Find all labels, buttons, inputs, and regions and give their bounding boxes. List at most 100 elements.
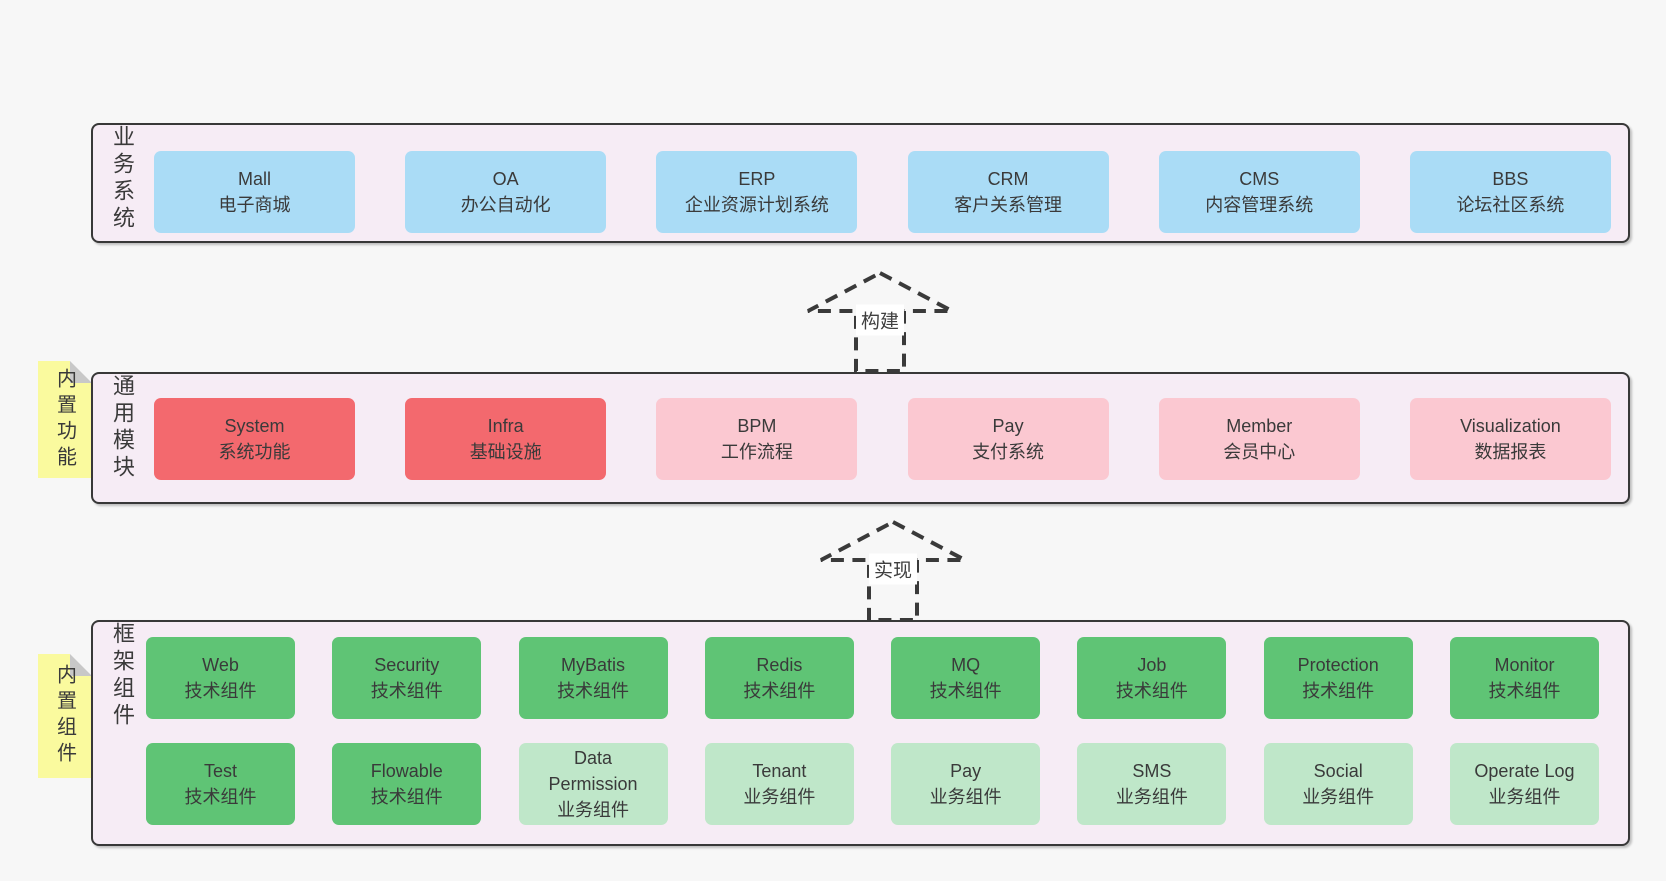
up-arrow-icon xyxy=(807,270,953,373)
box-title: SMS xyxy=(1132,761,1172,781)
box-subtitle: 数据报表 xyxy=(1474,442,1547,462)
implement-arrow: 实现 xyxy=(818,519,968,622)
box-title: System xyxy=(224,416,285,436)
box-social: Social 业务组件 xyxy=(1263,743,1413,825)
box-tenant: Tenant 业务组件 xyxy=(704,743,854,825)
box-bbs: BBS 论坛社区系统 xyxy=(1409,151,1611,233)
box-test: Test 技术组件 xyxy=(146,743,295,825)
box-title: Infra xyxy=(487,416,524,436)
box-title: OA xyxy=(492,169,519,189)
box-security: Security 技术组件 xyxy=(332,637,482,719)
box-pay-component: Pay 业务组件 xyxy=(891,743,1041,825)
box-subtitle: 支付系统 xyxy=(972,442,1045,462)
box-mall: Mall 电子商城 xyxy=(154,151,355,233)
box-title: Protection xyxy=(1297,655,1379,675)
box-oa: OA 办公自动化 xyxy=(405,151,607,233)
box-subtitle: 技术组件 xyxy=(1302,681,1375,701)
box-subtitle: 技术组件 xyxy=(184,787,257,807)
box-member: Member 会员中心 xyxy=(1158,398,1360,480)
box-mybatis: MyBatis 技术组件 xyxy=(518,637,668,719)
box-subtitle: 业务组件 xyxy=(1302,787,1375,807)
build-arrow-label: 构建 xyxy=(855,304,905,336)
builtin-features-note-text: 内置功能 xyxy=(53,367,76,472)
business-systems-panel: 业务系统 Mall 电子商城 OA 办公自动化 ERP 企业资源计划系统 CRM… xyxy=(91,123,1630,243)
box-title: Test xyxy=(203,761,237,781)
box-subtitle: 工作流程 xyxy=(720,442,793,462)
common-modules-label: 通用模块 xyxy=(110,374,135,482)
box-subtitle: 业务组件 xyxy=(1488,787,1561,807)
box-title: Flowable xyxy=(370,761,443,781)
box-subtitle: 技术组件 xyxy=(370,787,443,807)
box-bpm: BPM 工作流程 xyxy=(656,398,858,480)
box-title: CRM xyxy=(987,169,1029,189)
box-title: Monitor xyxy=(1494,655,1555,675)
build-arrow: 构建 xyxy=(805,270,955,373)
box-infra: Infra 基础设施 xyxy=(405,398,607,480)
box-crm: CRM 客户关系管理 xyxy=(907,151,1109,233)
framework-components-row-1: Web 技术组件 Security 技术组件 MyBatis 技术组件 Redi… xyxy=(146,637,1599,719)
box-subtitle: 业务组件 xyxy=(929,787,1002,807)
framework-components-row-2: Test 技术组件 Flowable 技术组件 Data Permission … xyxy=(146,743,1599,825)
box-operate-log: Operate Log 业务组件 xyxy=(1449,743,1599,825)
business-systems-row: Mall 电子商城 OA 办公自动化 ERP 企业资源计划系统 CRM 客户关系… xyxy=(154,151,1611,233)
builtin-components-note: 内置组件 xyxy=(38,654,92,778)
implement-arrow-label: 实现 xyxy=(868,553,918,585)
box-subtitle: 技术组件 xyxy=(1115,681,1188,701)
box-subtitle: 电子商城 xyxy=(218,195,291,215)
framework-components-label: 框架组件 xyxy=(110,622,135,730)
box-erp: ERP 企业资源计划系统 xyxy=(656,151,858,233)
common-modules-row: System 系统功能 Infra 基础设施 BPM 工作流程 Pay 支付系统… xyxy=(154,398,1611,480)
business-systems-label: 业务系统 xyxy=(110,125,135,233)
box-title: Mall xyxy=(237,169,271,189)
framework-components-panel: 框架组件 Web 技术组件 Security 技术组件 MyBatis 技术组件… xyxy=(91,620,1630,846)
box-monitor: Monitor 技术组件 xyxy=(1449,637,1599,719)
box-mq: MQ 技术组件 xyxy=(891,637,1041,719)
box-subtitle: 技术组件 xyxy=(743,681,816,701)
box-title: Social xyxy=(1313,761,1363,781)
box-subtitle: 技术组件 xyxy=(370,681,443,701)
box-pay-module: Pay 支付系统 xyxy=(907,398,1109,480)
box-protection: Protection 技术组件 xyxy=(1263,637,1413,719)
box-title: BBS xyxy=(1492,169,1529,189)
box-title: MQ xyxy=(951,655,981,675)
box-title: Data Permission xyxy=(548,748,638,794)
box-subtitle: 会员中心 xyxy=(1223,442,1296,462)
box-system: System 系统功能 xyxy=(154,398,355,480)
box-title: Security xyxy=(374,655,440,675)
box-title: Web xyxy=(202,655,239,675)
box-title: BPM xyxy=(737,416,777,436)
box-subtitle: 技术组件 xyxy=(557,681,630,701)
box-title: Visualization xyxy=(1460,416,1561,436)
box-title: Pay xyxy=(992,416,1024,436)
box-title: CMS xyxy=(1239,169,1280,189)
common-modules-panel: 通用模块 System 系统功能 Infra 基础设施 BPM 工作流程 Pay… xyxy=(91,372,1630,504)
box-cms: CMS 内容管理系统 xyxy=(1158,151,1360,233)
box-title: Job xyxy=(1137,655,1167,675)
box-subtitle: 系统功能 xyxy=(218,442,291,462)
box-subtitle: 基础设施 xyxy=(469,442,542,462)
box-title: ERP xyxy=(738,169,776,189)
box-subtitle: 论坛社区系统 xyxy=(1456,195,1565,215)
box-title: Pay xyxy=(950,761,982,781)
box-subtitle: 技术组件 xyxy=(1488,681,1561,701)
box-job: Job 技术组件 xyxy=(1077,637,1227,719)
box-subtitle: 内容管理系统 xyxy=(1205,195,1314,215)
box-subtitle: 技术组件 xyxy=(184,681,257,701)
box-web: Web 技术组件 xyxy=(146,637,295,719)
box-subtitle: 技术组件 xyxy=(929,681,1002,701)
box-subtitle: 企业资源计划系统 xyxy=(684,195,829,215)
box-subtitle: 办公自动化 xyxy=(460,195,551,215)
box-subtitle: 业务组件 xyxy=(557,800,630,820)
box-redis: Redis 技术组件 xyxy=(704,637,854,719)
box-sms: SMS 业务组件 xyxy=(1077,743,1227,825)
builtin-features-note: 内置功能 xyxy=(38,361,92,478)
box-subtitle: 客户关系管理 xyxy=(954,195,1063,215)
box-visualization: Visualization 数据报表 xyxy=(1409,398,1611,480)
builtin-components-note-text: 内置组件 xyxy=(53,664,76,768)
box-subtitle: 业务组件 xyxy=(743,787,816,807)
box-title: Operate Log xyxy=(1474,761,1575,781)
box-title: Redis xyxy=(756,655,803,675)
box-title: MyBatis xyxy=(561,655,626,675)
box-flowable: Flowable 技术组件 xyxy=(332,743,482,825)
